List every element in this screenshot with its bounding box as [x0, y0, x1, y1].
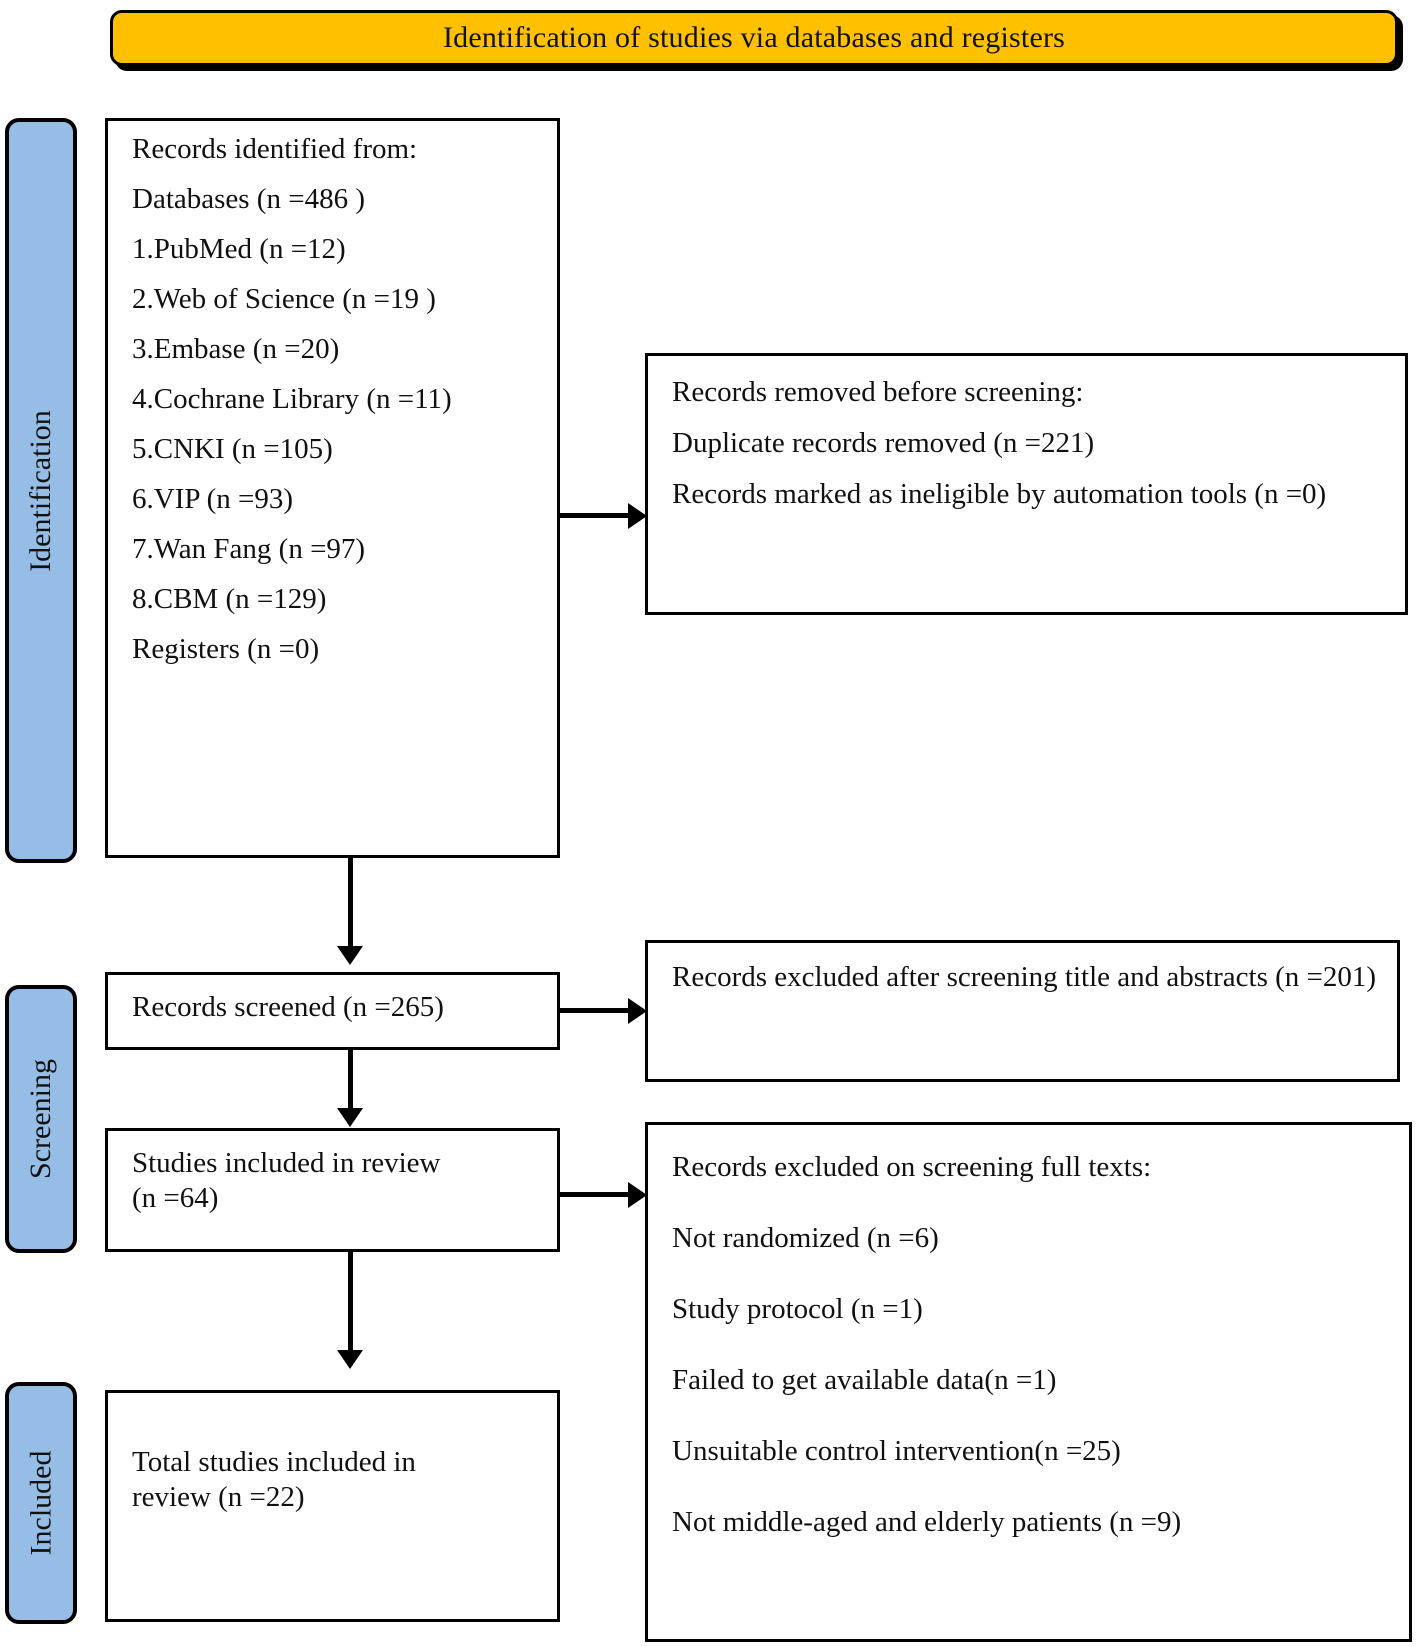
total-included-line-0: Total studies included in	[132, 1446, 416, 1478]
connector-studies-to-total-included	[348, 1252, 353, 1352]
records-excluded-fulltext-line-3: Failed to get available data(n =1)	[672, 1364, 1057, 1396]
connector-screened-to-studies-included	[348, 1050, 353, 1110]
page-title: Identification of studies via databases …	[442, 21, 1066, 54]
studies-included-line-1: (n =64)	[132, 1182, 219, 1214]
box-records-excluded-full-texts: Records excluded on screening full texts…	[645, 1122, 1412, 1642]
records-excluded-fulltext-line-0: Records excluded on screening full texts…	[672, 1151, 1152, 1183]
arrow-right-icon-screened-to-excluded	[628, 998, 647, 1024]
records-identified-line-10: Registers (n =0)	[132, 633, 320, 665]
records-removed-line-1: Duplicate records removed (n =221)	[672, 427, 1095, 459]
box-records-screened: Records screened (n =265)	[105, 972, 560, 1050]
records-identified-line-1: Databases (n =486 )	[132, 183, 365, 215]
records-excluded-fulltext-line-4: Unsuitable control intervention(n =25)	[672, 1435, 1121, 1467]
records-excluded-fulltext-line-5: Not middle-aged and elderly patients (n …	[672, 1506, 1182, 1538]
records-screened-line-0: Records screened (n =265)	[132, 991, 444, 1023]
arrow-right-icon-identified-to-removed	[628, 503, 647, 529]
arrow-right-icon-studies-to-excluded-fulltext	[628, 1182, 647, 1208]
connector-identified-to-screened	[348, 858, 353, 948]
total-included-line-1: review (n =22)	[132, 1481, 305, 1513]
records-identified-line-6: 5.CNKI (n =105)	[132, 433, 333, 465]
records-identified-line-3: 2.Web of Science (n =19 )	[132, 283, 436, 315]
records-identified-line-8: 7.Wan Fang (n =97)	[132, 533, 366, 565]
diagram-header-banner: Identification of studies via databases …	[110, 10, 1398, 66]
connector-screened-to-excluded	[560, 1008, 630, 1013]
records-removed-line-0: Records removed before screening:	[672, 376, 1084, 408]
records-excluded-screening-line-0: Records excluded after screening title a…	[672, 961, 1377, 993]
records-identified-line-5: 4.Cochrane Library (n =11)	[132, 383, 452, 415]
records-removed-line-2: Records marked as ineligible by automati…	[672, 478, 1327, 510]
connector-studies-to-excluded-fulltext	[560, 1192, 630, 1197]
records-identified-line-2: 1.PubMed (n =12)	[132, 233, 346, 265]
stage-label-screening: Screening	[24, 1059, 57, 1179]
box-records-removed-before-screening: Records removed before screening: Duplic…	[645, 353, 1408, 615]
records-identified-line-7: 6.VIP (n =93)	[132, 483, 294, 515]
box-records-excluded-after-screening: Records excluded after screening title a…	[645, 940, 1400, 1082]
records-identified-line-9: 8.CBM (n =129)	[132, 583, 327, 615]
stage-tab-screening: Screening	[5, 985, 77, 1253]
arrow-down-icon-screened-to-studies-included	[337, 1108, 363, 1127]
stage-tab-identification: Identification	[5, 118, 77, 863]
box-records-identified: Records identified from: Databases (n =4…	[105, 118, 560, 858]
connector-identified-to-removed	[560, 513, 630, 518]
records-identified-line-4: 3.Embase (n =20)	[132, 333, 340, 365]
arrow-down-icon-studies-to-total-included	[337, 1350, 363, 1369]
box-total-studies-included: Total studies included in review (n =22)	[105, 1390, 560, 1622]
arrow-down-icon-identified-to-screened	[337, 946, 363, 965]
stage-tab-included: Included	[5, 1382, 77, 1624]
studies-included-line-0: Studies included in review	[132, 1147, 441, 1179]
box-studies-included-in-review: Studies included in review (n =64)	[105, 1128, 560, 1252]
records-excluded-fulltext-line-2: Study protocol (n =1)	[672, 1293, 923, 1325]
records-identified-line-0: Records identified from:	[132, 133, 418, 165]
records-excluded-fulltext-line-1: Not randomized (n =6)	[672, 1222, 939, 1254]
stage-label-included: Included	[24, 1450, 57, 1556]
stage-label-identification: Identification	[24, 409, 58, 572]
